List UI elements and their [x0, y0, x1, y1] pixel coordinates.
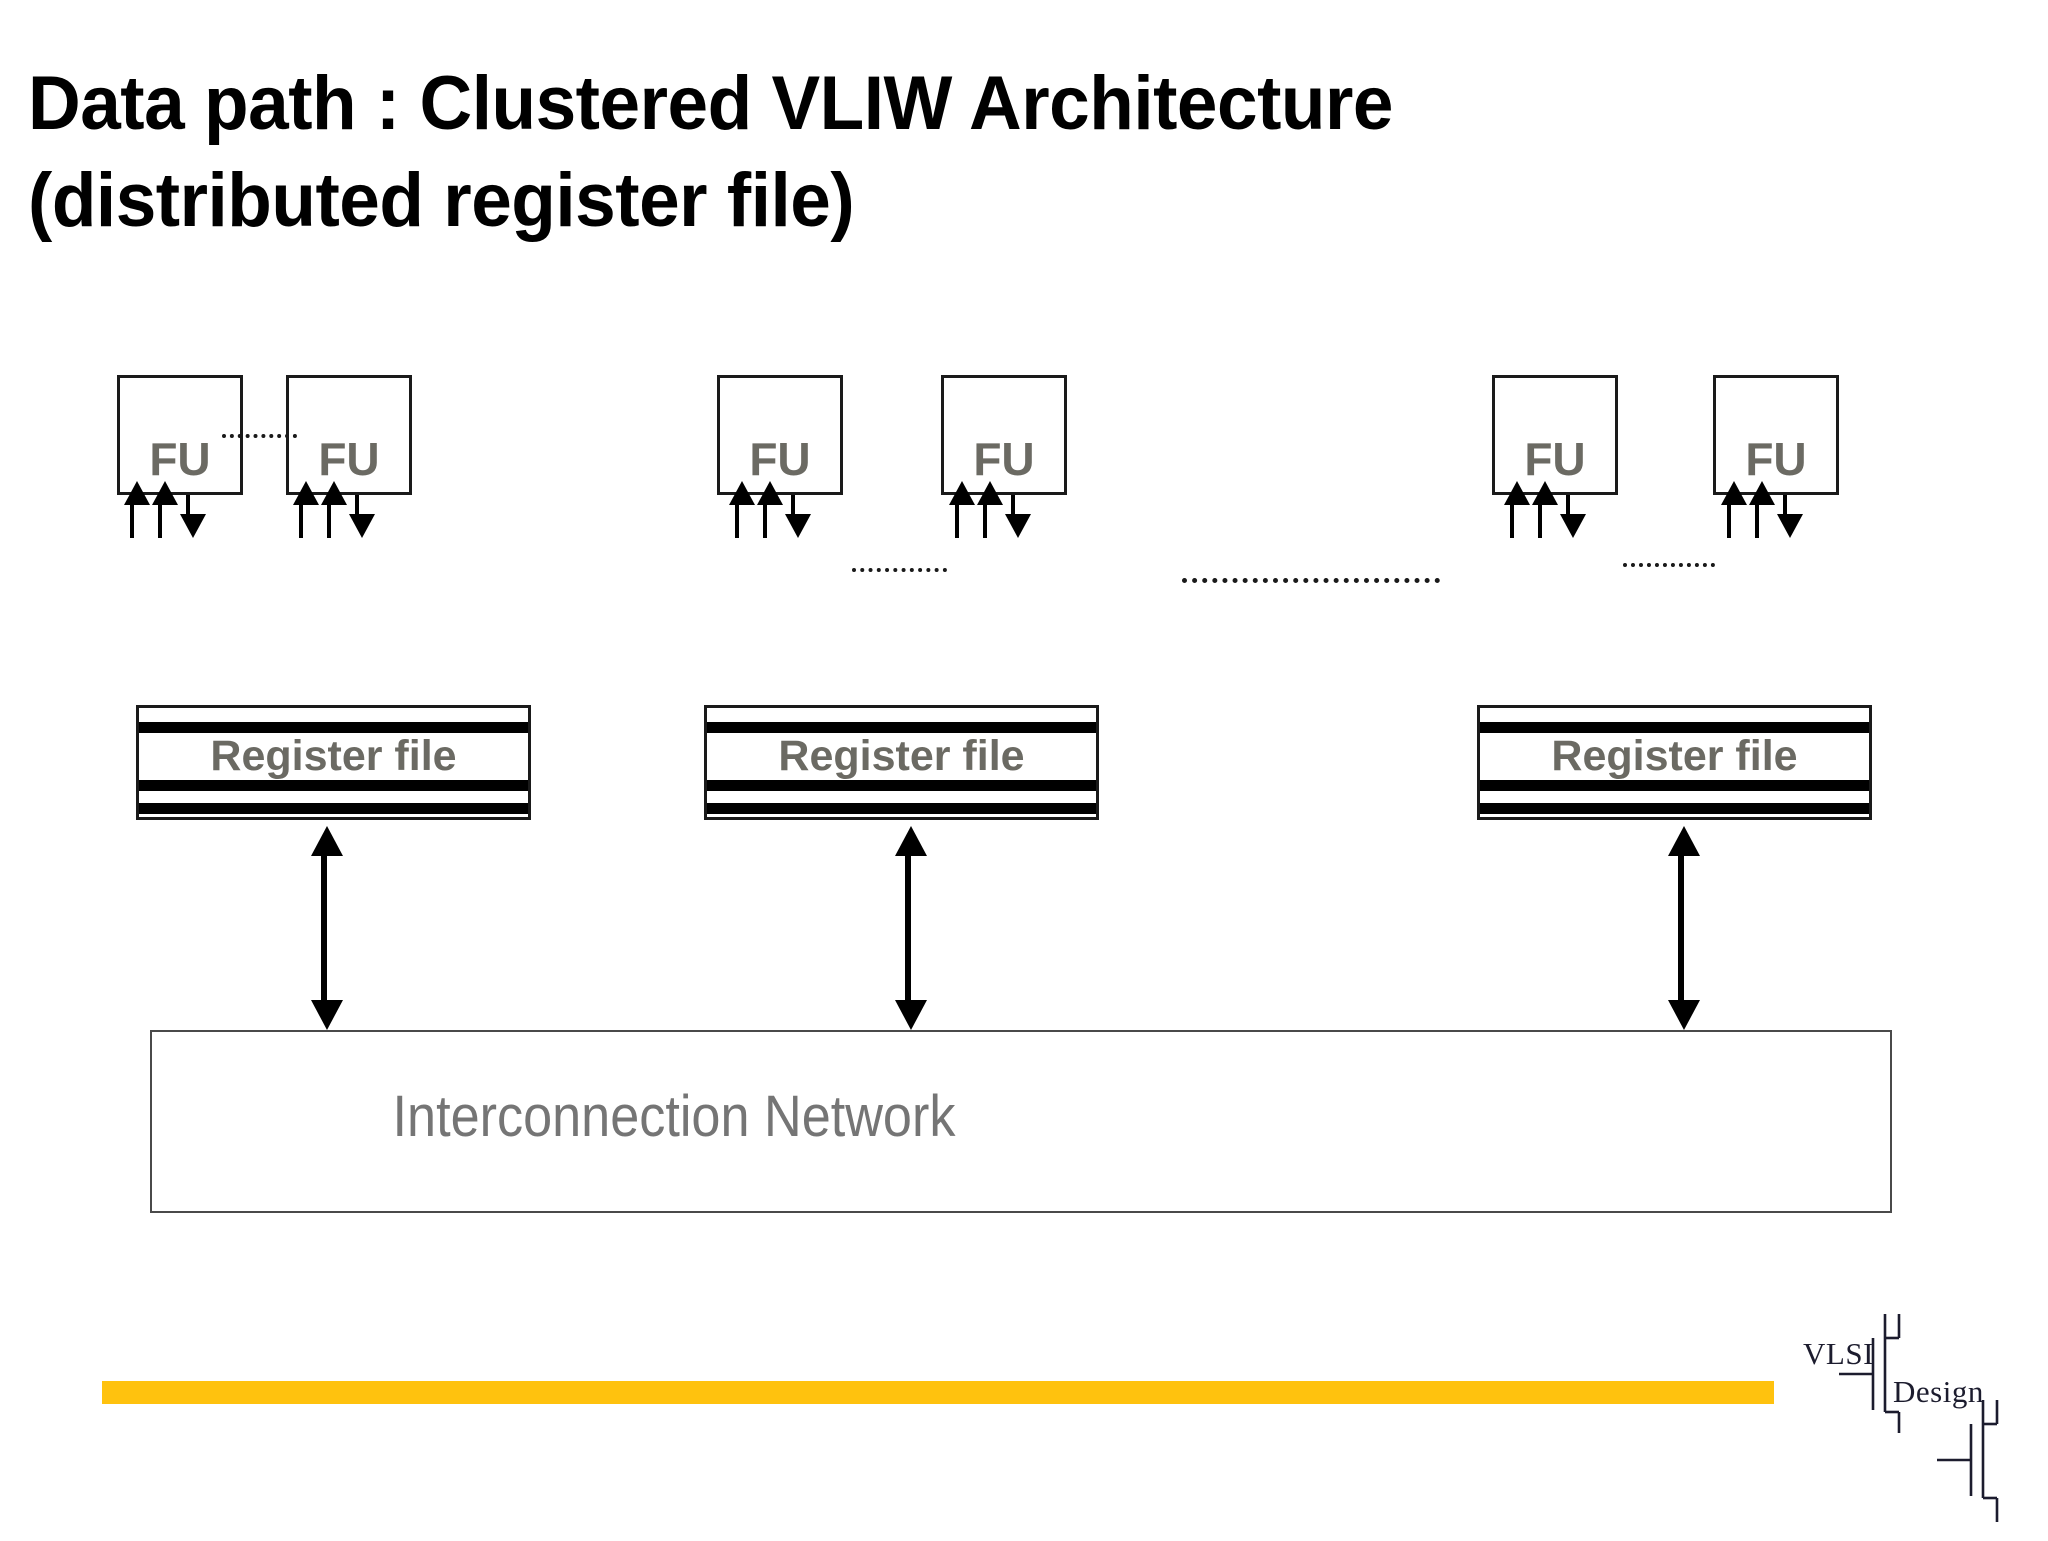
- page-title: Data path : Clustered VLIW Architecture …: [28, 55, 2018, 249]
- cluster-1-fu-ellipsis-dots: [222, 434, 297, 438]
- cluster-1-fu-left-read-port-2-line: [158, 504, 162, 538]
- cluster-1-fu-right-read-port-1-line: [299, 504, 303, 538]
- register-file-bar-middle: [139, 780, 528, 791]
- cluster-2-fu-left-read-port-1-arrow: [729, 481, 755, 505]
- cluster-ellipsis-dots: [1182, 578, 1440, 583]
- mosfet-logo-icon: [1839, 1314, 1999, 1522]
- cluster-2-fu-left-read-port-2-arrow: [757, 481, 783, 505]
- cluster-3-fu-left-read-port-2-line: [1538, 504, 1542, 538]
- cluster-1-fu-right-write-port-line: [355, 495, 359, 522]
- cluster-2-register-file[interactable]: Register file: [704, 705, 1099, 820]
- cluster-1-fu-left-read-port-2-arrow: [152, 481, 178, 505]
- fu-label: FU: [149, 433, 211, 485]
- cluster-3-fu-right-read-port-2-arrow: [1749, 481, 1775, 505]
- cluster-2-fu-right-read-port-1-line: [955, 504, 959, 538]
- logo-text-design: Design: [1893, 1374, 1984, 1409]
- interconnection-network-label: Interconnection Network: [392, 1084, 956, 1149]
- cluster-3-fu-left-write-port-line: [1566, 495, 1570, 522]
- cluster-1-fu-right-write-port-arrow: [349, 514, 375, 538]
- cluster-3-register-file[interactable]: Register file: [1477, 705, 1872, 820]
- cluster-1-register-file[interactable]: Register file: [136, 705, 531, 820]
- register-file-label: Register file: [210, 732, 457, 780]
- cluster-1-bus-arrow-up: [311, 826, 343, 856]
- cluster-1-fu-right[interactable]: FU: [286, 375, 412, 495]
- register-file-bar-bottom: [139, 803, 528, 814]
- cluster-2-fu-left-read-port-1-line: [735, 504, 739, 538]
- interconnection-network-box[interactable]: Interconnection Network: [150, 1030, 1892, 1213]
- cluster-3-fu-ellipsis-dots: [1623, 563, 1715, 567]
- fu-label: FU: [973, 433, 1035, 485]
- cluster-2-fu-right-write-port-line: [1011, 495, 1015, 522]
- logo-text-vlsi: VLSI: [1803, 1336, 1874, 1371]
- cluster-2-fu-left-read-port-2-line: [763, 504, 767, 538]
- register-file-bar-middle: [707, 780, 1096, 791]
- cluster-1-fu-right-read-port-2-line: [327, 504, 331, 538]
- cluster-3-fu-right-read-port-1-arrow: [1721, 481, 1747, 505]
- cluster-3-fu-left-write-port-arrow: [1560, 514, 1586, 538]
- register-file-bar-bottom: [707, 803, 1096, 814]
- cluster-1-bus-line: [321, 852, 327, 1002]
- cluster-2-bus-arrow-up: [895, 826, 927, 856]
- fu-label: FU: [318, 433, 380, 485]
- register-file-label: Register file: [778, 732, 1025, 780]
- cluster-1-bus-arrow-down: [311, 1000, 343, 1030]
- cluster-2-fu-right-write-port-arrow: [1005, 514, 1031, 538]
- title-line-2: (distributed register file): [28, 158, 855, 243]
- cluster-3-fu-right-write-port-line: [1783, 495, 1787, 522]
- cluster-1-fu-left-read-port-1-line: [130, 504, 134, 538]
- cluster-3-bus-arrow-up: [1668, 826, 1700, 856]
- cluster-2-fu-left-write-port-line: [791, 495, 795, 522]
- fu-label: FU: [1524, 433, 1586, 485]
- cluster-3-fu-left-read-port-2-arrow: [1532, 481, 1558, 505]
- cluster-2-fu-ellipsis-dots: [852, 568, 947, 572]
- cluster-3-fu-right-read-port-2-line: [1755, 504, 1759, 538]
- cluster-1-fu-left-write-port-arrow: [180, 514, 206, 538]
- cluster-3-fu-right[interactable]: FU: [1713, 375, 1839, 495]
- cluster-3-fu-left-read-port-1-line: [1510, 504, 1514, 538]
- register-file-bar-top: [139, 722, 528, 733]
- cluster-2-fu-right-read-port-1-arrow: [949, 481, 975, 505]
- fu-label: FU: [749, 433, 811, 485]
- cluster-2-fu-right-read-port-2-arrow: [977, 481, 1003, 505]
- fu-label: FU: [1745, 433, 1807, 485]
- register-file-label: Register file: [1551, 732, 1798, 780]
- cluster-3-fu-right-read-port-1-line: [1727, 504, 1731, 538]
- cluster-2-bus-line: [905, 852, 911, 1002]
- cluster-1-fu-left-read-port-1-arrow: [124, 481, 150, 505]
- cluster-2-fu-right-read-port-2-line: [983, 504, 987, 538]
- cluster-2-fu-right[interactable]: FU: [941, 375, 1067, 495]
- cluster-2-fu-left[interactable]: FU: [717, 375, 843, 495]
- cluster-1-fu-right-read-port-2-arrow: [321, 481, 347, 505]
- register-file-bar-top: [1480, 722, 1869, 733]
- vlsi-design-logo: VLSI Design: [1795, 1300, 2045, 1536]
- cluster-3-bus-line: [1678, 852, 1684, 1002]
- register-file-bar-middle: [1480, 780, 1869, 791]
- cluster-1-fu-right-read-port-1-arrow: [293, 481, 319, 505]
- cluster-3-fu-left[interactable]: FU: [1492, 375, 1618, 495]
- cluster-2-fu-left-write-port-arrow: [785, 514, 811, 538]
- register-file-bar-top: [707, 722, 1096, 733]
- cluster-3-fu-left-read-port-1-arrow: [1504, 481, 1530, 505]
- register-file-bar-bottom: [1480, 803, 1869, 814]
- cluster-3-bus-arrow-down: [1668, 1000, 1700, 1030]
- title-line-1: Data path : Clustered VLIW Architecture: [28, 61, 1394, 146]
- cluster-2-bus-arrow-down: [895, 1000, 927, 1030]
- cluster-1-fu-left-write-port-line: [186, 495, 190, 522]
- cluster-3-fu-right-write-port-arrow: [1777, 514, 1803, 538]
- accent-bar: [102, 1381, 1774, 1404]
